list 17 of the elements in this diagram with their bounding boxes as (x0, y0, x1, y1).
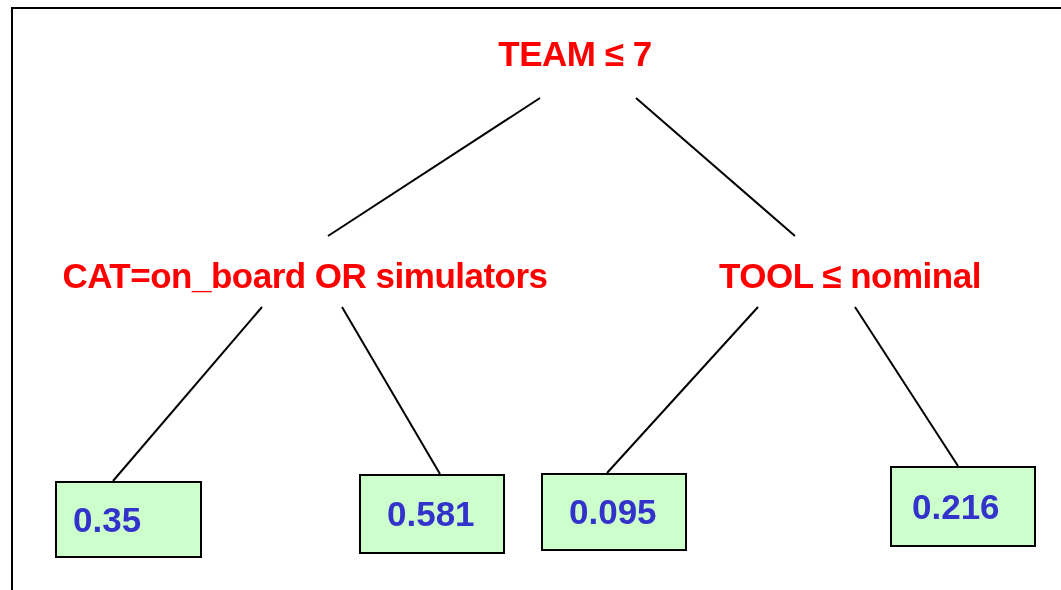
tree-branch-line (327, 97, 541, 237)
tree-branch-line (112, 306, 263, 482)
leaf-box (890, 466, 1036, 547)
leaf-value: 0.216 (912, 486, 1000, 527)
leaf-value: 0.095 (569, 492, 657, 532)
condition-text: CAT=on_board OR simulators (62, 256, 548, 296)
tree-branch-line (341, 306, 441, 475)
leaf-box (359, 474, 505, 554)
tree-branch-line (635, 97, 796, 237)
leaf-value: 0.581 (387, 494, 475, 534)
leaf-box (541, 473, 687, 551)
condition-text: TOOL ≤ nominal (719, 256, 981, 296)
condition-text: TEAM ≤ 7 (498, 34, 652, 74)
leaf-value: 0.35 (73, 499, 142, 540)
tree-branch-line (854, 306, 959, 467)
leaf-box (55, 481, 202, 558)
tree-branch-line (606, 306, 759, 474)
